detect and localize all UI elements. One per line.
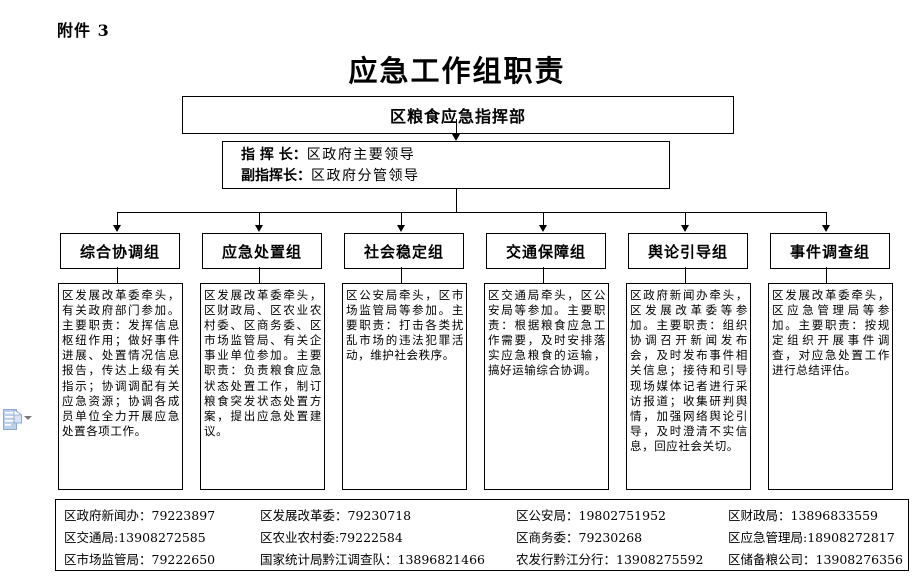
group-header-交通保障组: 交通保障组 xyxy=(486,233,606,269)
contact-cell: 区农业农村委:79222584 xyxy=(260,529,403,545)
contacts-table: 区政府新闻办：79223897 区发展改革委：79230718 区公安局：198… xyxy=(55,499,909,571)
contact-cell: 区发展改革委：79230718 xyxy=(260,507,412,523)
contact-cell: 区市场监管局：79222650 xyxy=(64,551,216,567)
arrow-group-5 xyxy=(681,225,689,232)
contact-cell: 区公安局：19802751952 xyxy=(516,507,666,523)
connector-drop-4 xyxy=(543,212,544,226)
chevron-down-icon[interactable] xyxy=(24,416,32,420)
connector-head-body-4 xyxy=(543,267,544,284)
contacts-row: 区政府新闻办：79223897 区发展改革委：79230718 区公安局：198… xyxy=(56,503,908,525)
group-header-label: 舆论引导组 xyxy=(647,242,728,261)
arrow-hq-to-leaders xyxy=(452,134,460,141)
page-title: 应急工作组职责 xyxy=(348,54,566,88)
leader-role-label: 副指挥长： xyxy=(241,168,311,184)
contact-cell: 区政府新闻办：79223897 xyxy=(64,507,216,523)
contacts-row: 区交通局:13908272585 区农业农村委:79222584 区商务委：79… xyxy=(56,525,908,547)
group-duty-text: 区发展改革委牵头，有关政府部门参加。主要职责：发挥信息枢纽作用；做好事件进展、处… xyxy=(62,288,180,438)
connector-head-body-2 xyxy=(259,267,260,284)
group-duty-text: 区发展改革委牵头，区财政局、区农业农村委、区商务委、区市场监管局、有关企事业单位… xyxy=(204,288,322,438)
connector-head-body-6 xyxy=(826,267,827,284)
arrow-group-2 xyxy=(255,225,263,232)
connector-drop-5 xyxy=(685,212,686,226)
arrow-group-3 xyxy=(397,225,405,232)
group-duty-box-舆论引导组: 区政府新闻办牵头，区发展改革委等参加。主要职责：组织协调召开新闻发布会，及时发布… xyxy=(626,283,751,490)
group-duty-box-社会稳定组: 区公安局牵头，区市场监管局等参加。主要职责：打击各类扰乱市场的违法犯罪活动，维护… xyxy=(342,283,467,490)
group-header-应急处置组: 应急处置组 xyxy=(202,233,322,269)
group-header-事件调查组: 事件调查组 xyxy=(770,233,890,269)
group-header-label: 应急处置组 xyxy=(221,242,302,261)
connector-drop-6 xyxy=(826,212,827,226)
leader-role-label: 指 挥 长： xyxy=(241,147,307,163)
headquarters-box: 区粮食应急指挥部 xyxy=(182,96,734,134)
contact-cell: 区应急管理局:18908272817 xyxy=(728,529,895,545)
contact-cell: 农发行黔江分行：13908275592 xyxy=(516,551,704,567)
contact-cell: 区商务委：79230268 xyxy=(516,529,643,545)
group-duty-box-应急处置组: 区发展改革委牵头，区财政局、区农业农村委、区商务委、区市场监管局、有关企事业单位… xyxy=(200,283,325,490)
leader-person-label: 区政府分管领导 xyxy=(311,168,420,184)
contact-cell: 区储备粮公司：13908276356 xyxy=(728,551,903,567)
leader-person-label: 区政府主要领导 xyxy=(306,147,416,163)
group-duty-box-综合协调组: 区发展改革委牵头，有关政府部门参加。主要职责：发挥信息枢纽作用；做好事件进展、处… xyxy=(58,283,183,490)
connector-bus xyxy=(117,212,826,213)
contact-cell: 国家统计局黔江调查队：13896821466 xyxy=(260,551,485,567)
leader-row: 副指挥长：区政府分管领导 xyxy=(241,166,669,187)
group-header-label: 事件调查组 xyxy=(789,242,870,261)
leaders-box: 指 挥 长：区政府主要领导 副指挥长：区政府分管领导 xyxy=(222,141,670,189)
contacts-row: 区市场监管局：79222650 国家统计局黔江调查队：13896821466 农… xyxy=(56,547,908,569)
group-header-label: 社会稳定组 xyxy=(363,242,444,261)
arrow-group-4 xyxy=(539,225,547,232)
connector-head-body-1 xyxy=(117,267,118,284)
leader-row: 指 挥 长：区政府主要领导 xyxy=(241,145,669,166)
connector-drop-2 xyxy=(259,212,260,226)
group-duty-box-交通保障组: 区交通局牵头，区公安局等参加。主要职责：根据粮食应急工作需要，及时安排落实应急粮… xyxy=(484,283,609,490)
connector-head-body-5 xyxy=(685,267,686,284)
group-duty-box-事件调查组: 区发展改革委牵头，区应急管理局等参加。主要职责：按规定组织开展事件调查，对应急处… xyxy=(768,283,893,490)
arrow-group-1 xyxy=(113,225,121,232)
group-header-label: 交通保障组 xyxy=(505,242,586,261)
attachment-label: 附件 3 xyxy=(57,21,110,40)
group-header-label: 综合协调组 xyxy=(79,242,160,261)
connector-drop-1 xyxy=(117,212,118,226)
group-duty-text: 区交通局牵头，区公安局等参加。主要职责：根据粮食应急工作需要，及时安排落实应急粮… xyxy=(488,288,606,378)
arrow-group-6 xyxy=(822,225,830,232)
group-header-舆论引导组: 舆论引导组 xyxy=(628,233,748,269)
group-duty-text: 区公安局牵头，区市场监管局等参加。主要职责：打击各类扰乱市场的违法犯罪活动，维护… xyxy=(346,288,464,363)
contact-cell: 区财政局：13896833559 xyxy=(728,507,878,523)
clipboard-paste-options-icon[interactable] xyxy=(3,409,22,430)
group-header-综合协调组: 综合协调组 xyxy=(60,233,180,269)
headquarters-label: 区粮食应急指挥部 xyxy=(389,107,526,126)
group-header-社会稳定组: 社会稳定组 xyxy=(344,233,464,269)
contact-cell: 区交通局:13908272585 xyxy=(64,529,206,545)
connector-trunk xyxy=(456,189,457,212)
connector-drop-3 xyxy=(401,212,402,226)
connector-head-body-3 xyxy=(401,267,402,284)
paste-options-control[interactable] xyxy=(3,409,33,431)
group-duty-text: 区政府新闻办牵头，区发展改革委等参加。主要职责：组织协调召开新闻发布会，及时发布… xyxy=(630,288,748,453)
group-duty-text: 区发展改革委牵头，区应急管理局等参加。主要职责：按规定组织开展事件调查，对应急处… xyxy=(772,288,890,378)
connector-hq-to-leaders xyxy=(456,119,457,136)
